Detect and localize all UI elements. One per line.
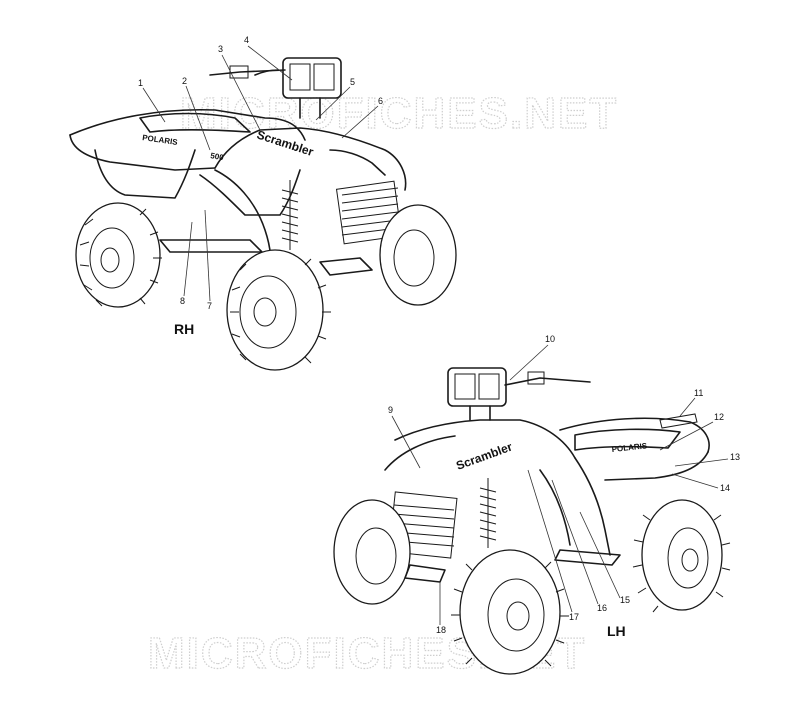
callout-18: 18 bbox=[436, 625, 446, 635]
atv-right-hand-view: POLARIS 500 Scrambler bbox=[69, 57, 457, 371]
callout-9: 9 bbox=[388, 405, 393, 415]
callout-15: 15 bbox=[620, 595, 630, 605]
atv-left-hand-view: POLARIS Scrambler bbox=[333, 367, 731, 675]
callout-5: 5 bbox=[350, 77, 355, 87]
rh-decal-brand: POLARIS bbox=[142, 133, 179, 147]
lh-rear-wheel bbox=[641, 499, 723, 611]
watermark-top: MICROFICHES.NET bbox=[180, 89, 618, 138]
lh-headlight bbox=[447, 367, 507, 407]
callout-10: 10 bbox=[545, 334, 555, 344]
callout-4: 4 bbox=[244, 35, 249, 45]
lh-handlebar bbox=[504, 377, 591, 386]
callout-2: 2 bbox=[182, 76, 187, 86]
lh-far-front-wheel bbox=[333, 499, 411, 605]
callout-8: 8 bbox=[180, 296, 185, 306]
rh-far-front-wheel bbox=[379, 204, 457, 306]
lh-decal-brand: POLARIS bbox=[611, 441, 648, 454]
rh-front-shock bbox=[281, 180, 299, 250]
callout-1: 1 bbox=[138, 78, 143, 88]
callout-14: 14 bbox=[720, 483, 730, 493]
lh-front-shock bbox=[479, 478, 497, 548]
callout-6: 6 bbox=[378, 96, 383, 106]
rh-headlight bbox=[282, 57, 342, 99]
lh-callouts: 9 10 11 12 13 14 15 16 17 18 bbox=[388, 334, 740, 635]
callout-13: 13 bbox=[730, 452, 740, 462]
lh-decal-model: Scrambler bbox=[454, 439, 514, 472]
lh-view-label: LH bbox=[607, 623, 626, 639]
callout-12: 12 bbox=[714, 412, 724, 422]
lh-decal-tag bbox=[659, 413, 698, 429]
rh-callouts: 1 2 3 4 5 6 7 8 bbox=[138, 35, 383, 311]
callout-17: 17 bbox=[569, 612, 579, 622]
callout-7: 7 bbox=[207, 301, 212, 311]
lh-front-wheel bbox=[459, 549, 561, 675]
rh-view-label: RH bbox=[174, 321, 194, 337]
callout-16: 16 bbox=[597, 603, 607, 613]
callout-11: 11 bbox=[694, 388, 703, 398]
callout-3: 3 bbox=[218, 44, 223, 54]
rh-grille bbox=[335, 180, 403, 245]
rh-decal-size: 500 bbox=[210, 151, 225, 162]
